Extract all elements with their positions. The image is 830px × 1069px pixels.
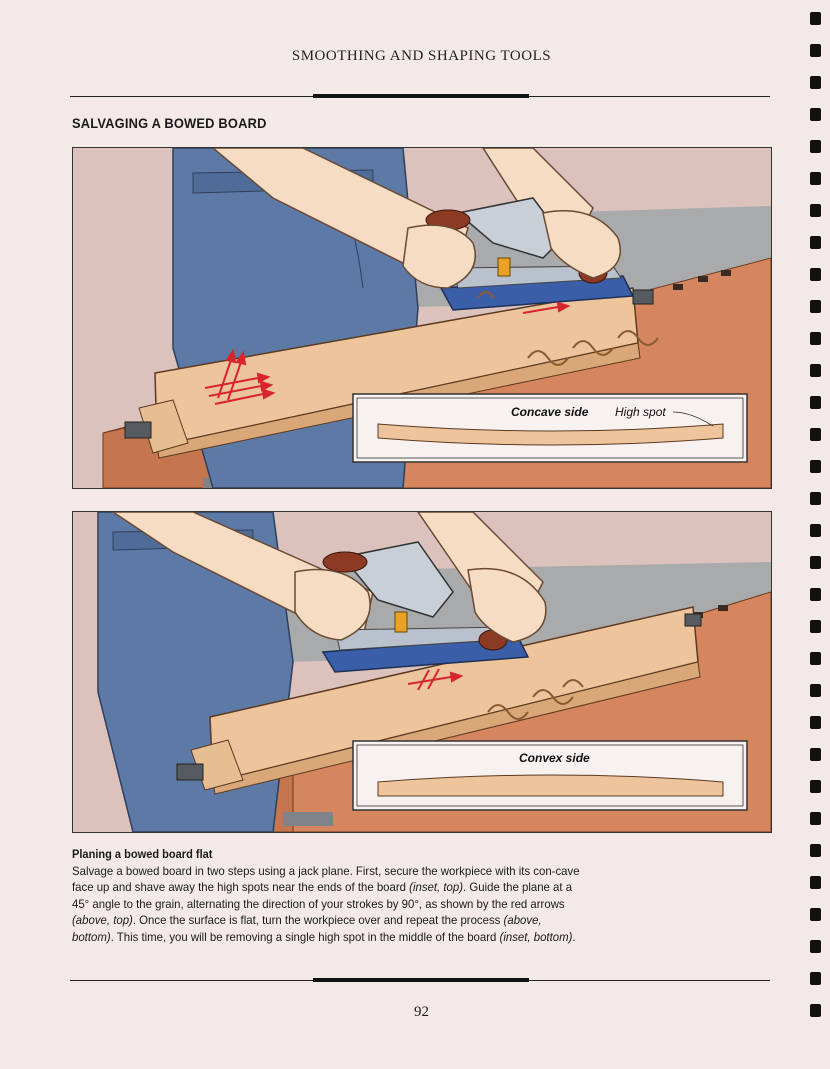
callout-high-spot: High spot — [615, 405, 666, 419]
section-title: SALVAGING A BOWED BOARD — [72, 115, 267, 131]
illustration-bottom: Convex side — [72, 511, 772, 833]
caption-text: . This time, you will be removing a sing… — [110, 929, 500, 944]
caption-ref: (above, bottom) — [72, 913, 542, 944]
illustration-top: Concave side High spot — [72, 147, 772, 489]
caption-text: . Guide the plane at a 45° angle to the … — [72, 880, 573, 911]
caption-ref: (inset, top) — [409, 880, 464, 895]
caption: Planing a bowed board flat Salvage a bow… — [72, 846, 582, 946]
header-rule — [70, 94, 770, 98]
caption-body: Salvage a bowed board in two steps using… — [72, 863, 581, 946]
running-head: SMOOTHING AND SHAPING TOOLS — [291, 48, 552, 64]
inset-label-convex: Convex side — [519, 751, 590, 765]
inset-label-concave: Concave side — [511, 405, 589, 419]
caption-ref: (inset, bottom) — [499, 929, 573, 944]
spiral-binding — [810, 12, 822, 1036]
page-number: 92 — [414, 1004, 429, 1020]
caption-text: . Once the surface is flat, turn the wor… — [132, 913, 504, 928]
caption-title: Planing a bowed board flat — [72, 847, 213, 861]
caption-text: Salvage a bowed board in two steps using… — [72, 863, 580, 895]
caption-text: . — [572, 929, 576, 944]
caption-ref: (above, top) — [72, 913, 133, 928]
footer-rule — [70, 978, 770, 982]
